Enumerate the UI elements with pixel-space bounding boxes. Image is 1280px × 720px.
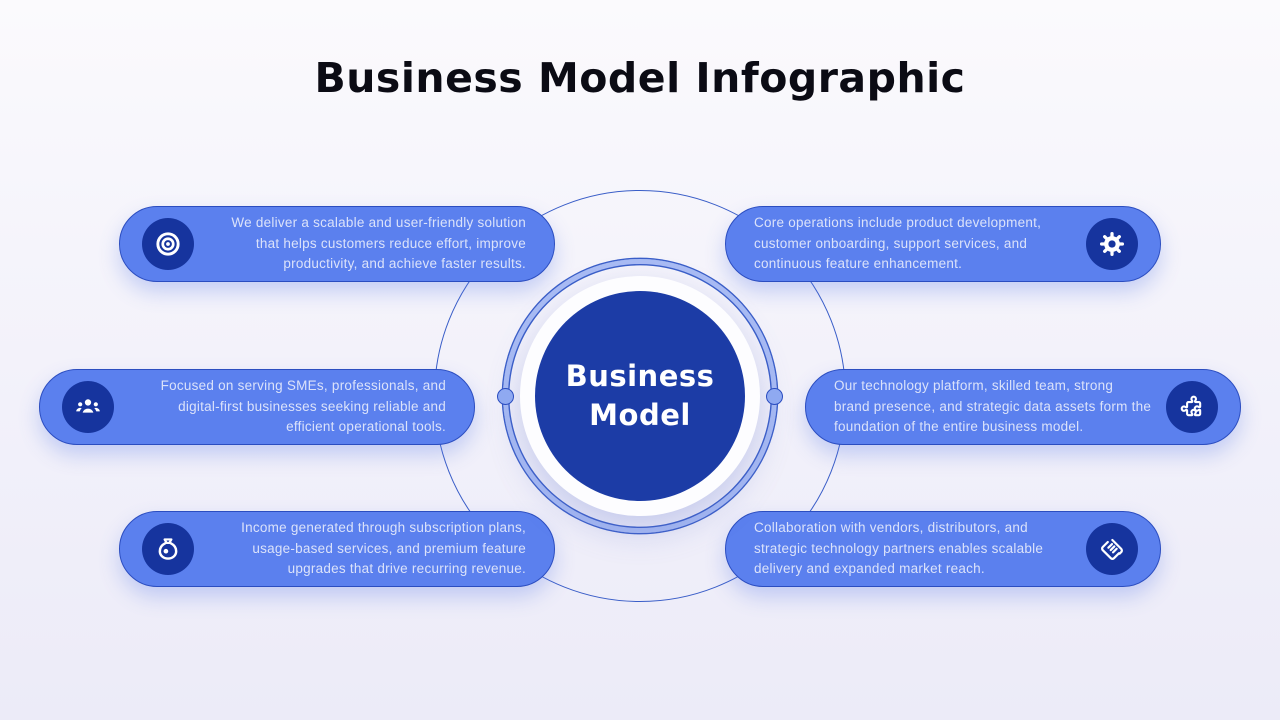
card-top-left: We deliver a scalable and user-friendly …	[119, 206, 555, 282]
ring-node-right	[766, 388, 783, 405]
center-circle: Business Model	[535, 291, 745, 501]
puzzle-icon	[1166, 381, 1218, 433]
card-text: Core operations include product developm…	[754, 215, 1042, 272]
money-bag-icon	[142, 523, 194, 575]
card-text: We deliver a scalable and user-friendly …	[231, 215, 526, 272]
page-title: Business Model Infographic	[314, 54, 966, 102]
center-label: Business Model	[565, 358, 715, 432]
card-middle-left: Focused on serving SMEs, professionals, …	[39, 369, 475, 445]
card-text: Our technology platform, skilled team, s…	[834, 378, 1152, 435]
card-top-right: Core operations include product developm…	[725, 206, 1161, 282]
card-bottom-right: Collaboration with vendors, distributors…	[725, 511, 1161, 587]
card-text: Income generated through subscription pl…	[241, 520, 526, 577]
handshake-icon	[1086, 523, 1138, 575]
card-bottom-left: Income generated through subscription pl…	[119, 511, 555, 587]
gear-icon	[1086, 218, 1138, 270]
card-text: Collaboration with vendors, distributors…	[754, 520, 1044, 577]
card-text: Focused on serving SMEs, professionals, …	[160, 378, 446, 435]
target-icon	[142, 218, 194, 270]
users-icon	[62, 381, 114, 433]
ring-node-left	[497, 388, 514, 405]
card-middle-right: Our technology platform, skilled team, s…	[805, 369, 1241, 445]
